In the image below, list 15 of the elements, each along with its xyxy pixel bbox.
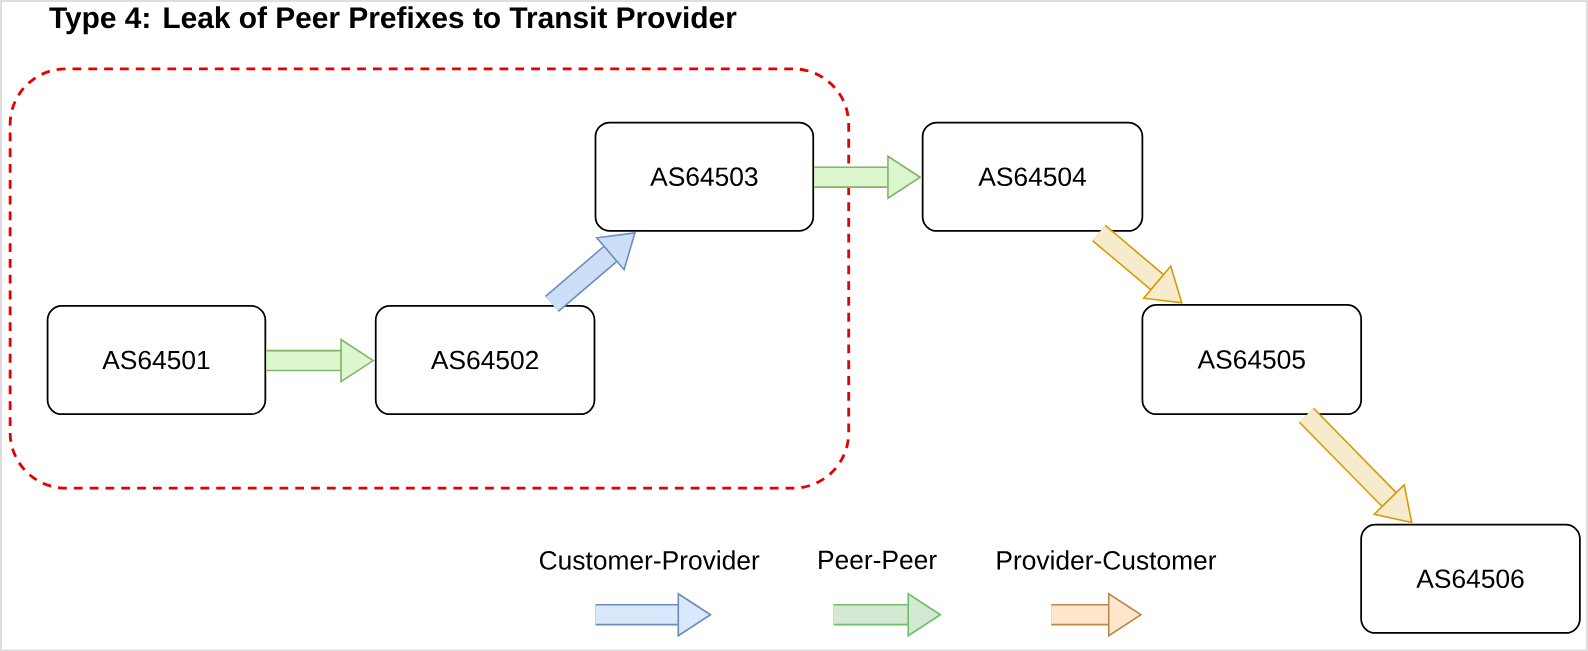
as-box: AS64506 bbox=[1360, 523, 1581, 634]
block-arrow bbox=[545, 231, 636, 312]
legend-label: Peer-Peer bbox=[819, 550, 937, 570]
dashed-group-outline bbox=[8, 67, 851, 490]
block-arrow bbox=[1298, 407, 1413, 524]
as-box: AS64505 bbox=[1141, 303, 1363, 416]
legend-label: Provider-Customer bbox=[997, 550, 1217, 570]
title: Type 4: Leak of Peer Prefixes to Transit Provider bbox=[49, 6, 737, 35]
block-arrow bbox=[1091, 224, 1183, 304]
as-box: AS64504 bbox=[921, 121, 1144, 232]
as-box: AS64501 bbox=[46, 304, 267, 415]
legend-label: Customer-Provider bbox=[539, 550, 760, 570]
as-box: AS64502 bbox=[374, 304, 596, 415]
as-box: AS64503 bbox=[594, 121, 815, 232]
block-arrow bbox=[266, 338, 375, 383]
